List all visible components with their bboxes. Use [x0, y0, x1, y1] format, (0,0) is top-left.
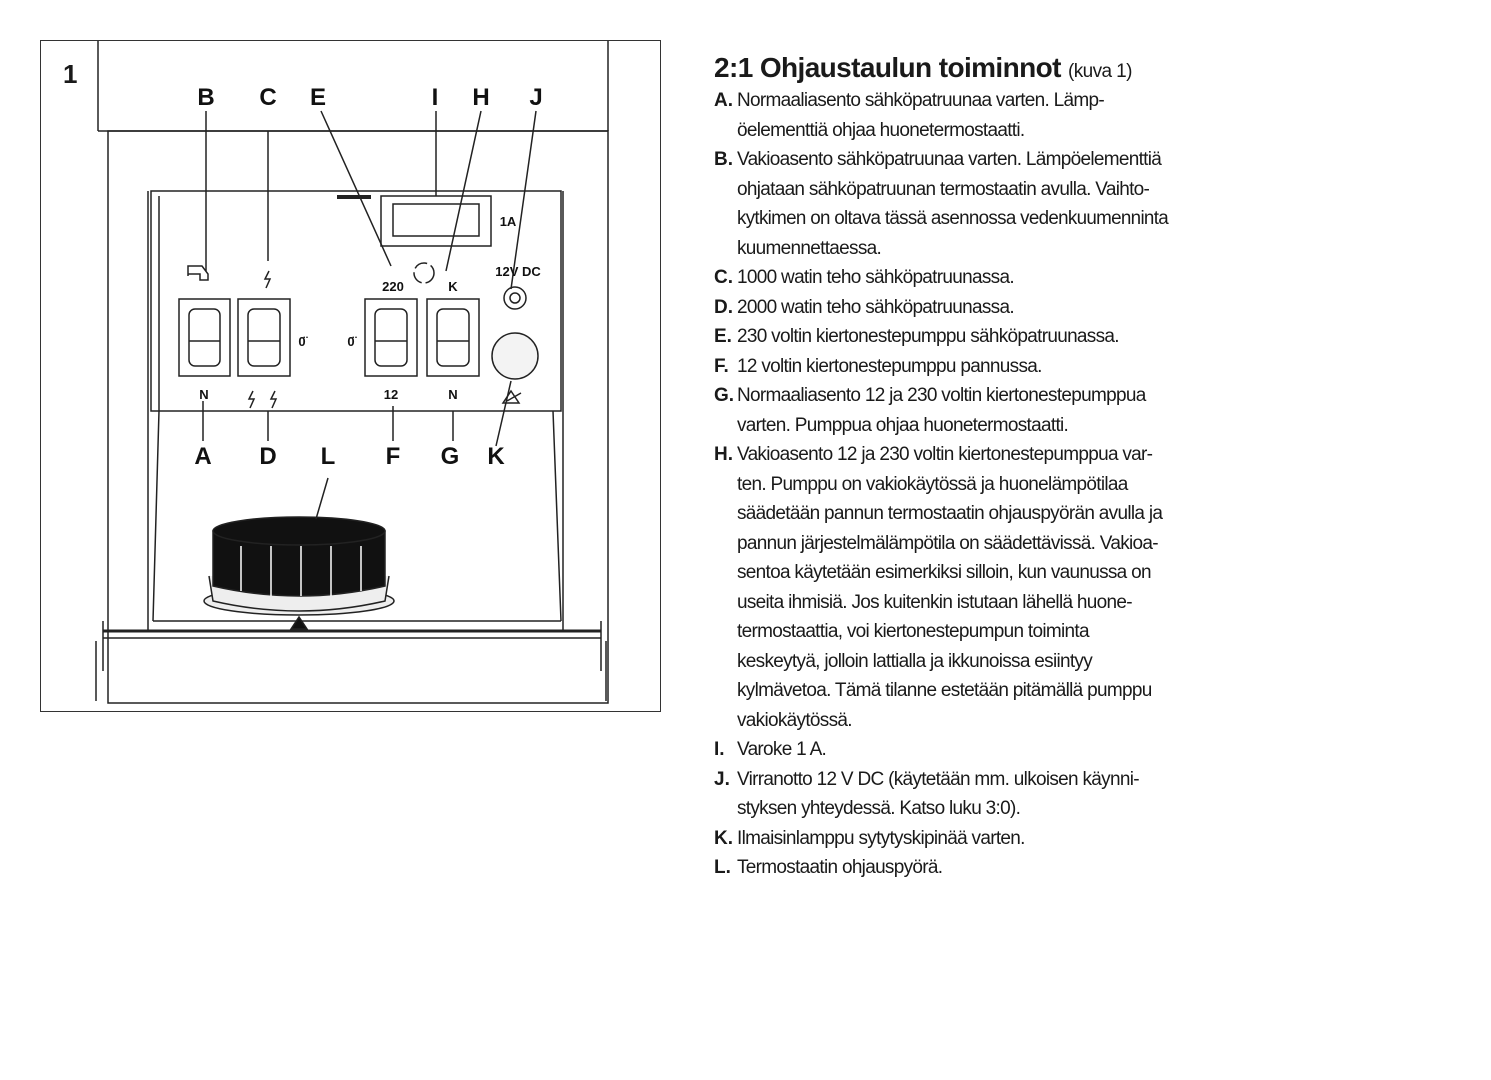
item-line: keskeytyä, jolloin lattialla ja ikkunois… [737, 650, 1093, 672]
mark-220: 220 [382, 279, 404, 294]
label-a: A [194, 443, 212, 470]
switch-c-d[interactable] [237, 298, 291, 377]
list-item: F. 12 voltin kiertonestepumppu pannussa. [714, 352, 1169, 382]
label-d: D [259, 443, 277, 470]
item-line: kuumennettaessa. [737, 237, 882, 259]
item-key: G. [714, 385, 735, 406]
label-j: J [529, 84, 543, 111]
mark-zero-right: 0̈ [298, 334, 306, 349]
mark-12v-dc: 12V DC [495, 264, 541, 279]
item-line: pannun järjestelmälämpötila on säädettäv… [737, 532, 1159, 554]
thermostat-knob[interactable] [203, 516, 395, 630]
item-key: B. [714, 149, 733, 170]
heading-sub: (kuva 1) [1068, 61, 1132, 82]
item-line: ohjataan sähköpatruunan termostaatin avu… [737, 178, 1150, 200]
list-item: B.Vakioasento sähköpatruunaa varten. Läm… [714, 145, 1169, 263]
functions-text: 2:1 Ohjaustaulun toiminnot (kuva 1) A.No… [714, 52, 1169, 883]
label-c: C [259, 84, 277, 111]
item-line: sentoa käytetään esimerkiksi silloin, ku… [737, 562, 1152, 583]
list-item: G.Normaaliasento 12 ja 230 voltin kierto… [714, 381, 1169, 440]
mark-n-right: N [448, 387, 458, 402]
mark-k: K [448, 279, 458, 294]
lightning-icon [263, 270, 272, 289]
switch-a-b[interactable] [178, 298, 231, 377]
item-line: varten. Pumppua ohjaa huonetermostaatti. [737, 414, 1069, 436]
item-line: Termostaatin ohjauspyörä. [737, 857, 943, 878]
item-line: 230 voltin kiertonestepumppu sähköpatruu… [737, 326, 1120, 347]
item-line: 12 voltin kiertonestepumppu pannussa. [737, 355, 1042, 377]
list-item: A.Normaaliasento sähköpatruunaa varten. … [714, 86, 1169, 145]
item-line: öelementtiä ohjaa huonetermostaatti. [737, 119, 1025, 141]
double-lightning-icon [247, 390, 278, 409]
switch-e-f[interactable] [364, 298, 418, 377]
list-item: E.230 voltin kiertonestepumppu sähköpatr… [714, 322, 1169, 352]
indicator-lamp-icon [491, 332, 539, 380]
label-g: G [440, 443, 460, 470]
label-f: F [385, 443, 401, 470]
item-line: kytkimen on oltava tässä asennossa veden… [737, 208, 1169, 229]
item-line: vakiokäytössä. [737, 709, 853, 731]
item-key: J. [714, 768, 730, 790]
label-k: K [487, 443, 505, 470]
item-line: Virranotto 12 V DC (käytetään mm. ulkois… [737, 768, 1140, 790]
item-line: Vakioasento sähköpatruunaa varten. Lämpö… [737, 149, 1162, 170]
rotate-icon [413, 262, 435, 284]
list-item: J. Virranotto 12 V DC (käytetään mm. ulko… [714, 765, 1169, 824]
label-h: H [472, 84, 490, 111]
function-list: A.Normaaliasento sähköpatruunaa varten. … [714, 86, 1169, 883]
list-item: D.2000 watin teho sähköpatruunassa. [714, 293, 1169, 323]
item-line: useita ihmisiä. Jos kuitenkin istutaan l… [737, 591, 1133, 613]
item-line: ten. Pumppu on vakiokäytössä ja huoneläm… [737, 473, 1128, 495]
item-line: Vakioasento 12 ja 230 voltin kiertoneste… [737, 444, 1153, 465]
list-item: H.Vakioasento 12 ja 230 voltin kiertones… [714, 440, 1169, 735]
heading-title: 2:1 Ohjaustaulun toiminnot [714, 52, 1061, 83]
item-key: E. [714, 326, 732, 347]
label-b: B [197, 84, 215, 111]
label-i: I [431, 84, 439, 111]
item-line: Ilmaisinlamppu sytytyskipinää varten. [737, 827, 1025, 849]
control-panel-figure: 1 B C E I H J A D L F G K 1A 220 K 12V D… [40, 40, 661, 712]
switch-g-h[interactable] [426, 298, 480, 377]
item-line: Normaaliasento 12 ja 230 voltin kiertone… [737, 385, 1146, 406]
tap-icon [187, 265, 209, 281]
item-line: 1000 watin teho sähköpatruunassa. [737, 267, 1015, 288]
item-key: A. [714, 90, 733, 111]
item-key: D. [714, 296, 733, 318]
mark-12: 12 [383, 387, 399, 402]
label-e: E [309, 84, 327, 111]
figure-number: 1 [63, 59, 78, 89]
item-line: styksen yhteydessä. Katso luku 3:0). [737, 798, 1021, 819]
item-key: I. [714, 739, 725, 760]
mark-n-left: N [199, 387, 209, 402]
item-key: C. [714, 267, 733, 288]
control-panel-drawing [95, 41, 609, 704]
item-key: L. [714, 857, 731, 878]
item-line: termostaattia, voi kiertonestepumpun toi… [737, 621, 1090, 642]
item-line: 2000 watin teho sähköpatruunassa. [737, 296, 1015, 318]
socket-12v-icon[interactable] [503, 286, 527, 310]
label-l: L [320, 443, 336, 470]
list-item: C.1000 watin teho sähköpatruunassa. [714, 263, 1169, 293]
item-line: säädetään pannun termostaatin ohjauspyör… [737, 503, 1163, 524]
section-heading: 2:1 Ohjaustaulun toiminnot (kuva 1) [714, 52, 1169, 84]
item-key: K. [714, 827, 733, 849]
mark-zero-left: 0̈ [347, 334, 355, 349]
list-item: L. Termostaatin ohjauspyörä. [714, 853, 1169, 883]
item-line: kylmävetoa. Tämä tilanne estetään pitämä… [737, 680, 1152, 701]
item-line: Normaaliasento sähköpatruunaa varten. Lä… [737, 90, 1105, 111]
list-item: K.Ilmaisinlamppu sytytyskipinää varten. [714, 824, 1169, 854]
item-key: H. [714, 444, 733, 465]
item-key: F. [714, 355, 729, 377]
list-item: I. Varoke 1 A. [714, 735, 1169, 765]
fuse-rating: 1A [499, 214, 517, 229]
item-line: Varoke 1 A. [737, 739, 827, 760]
